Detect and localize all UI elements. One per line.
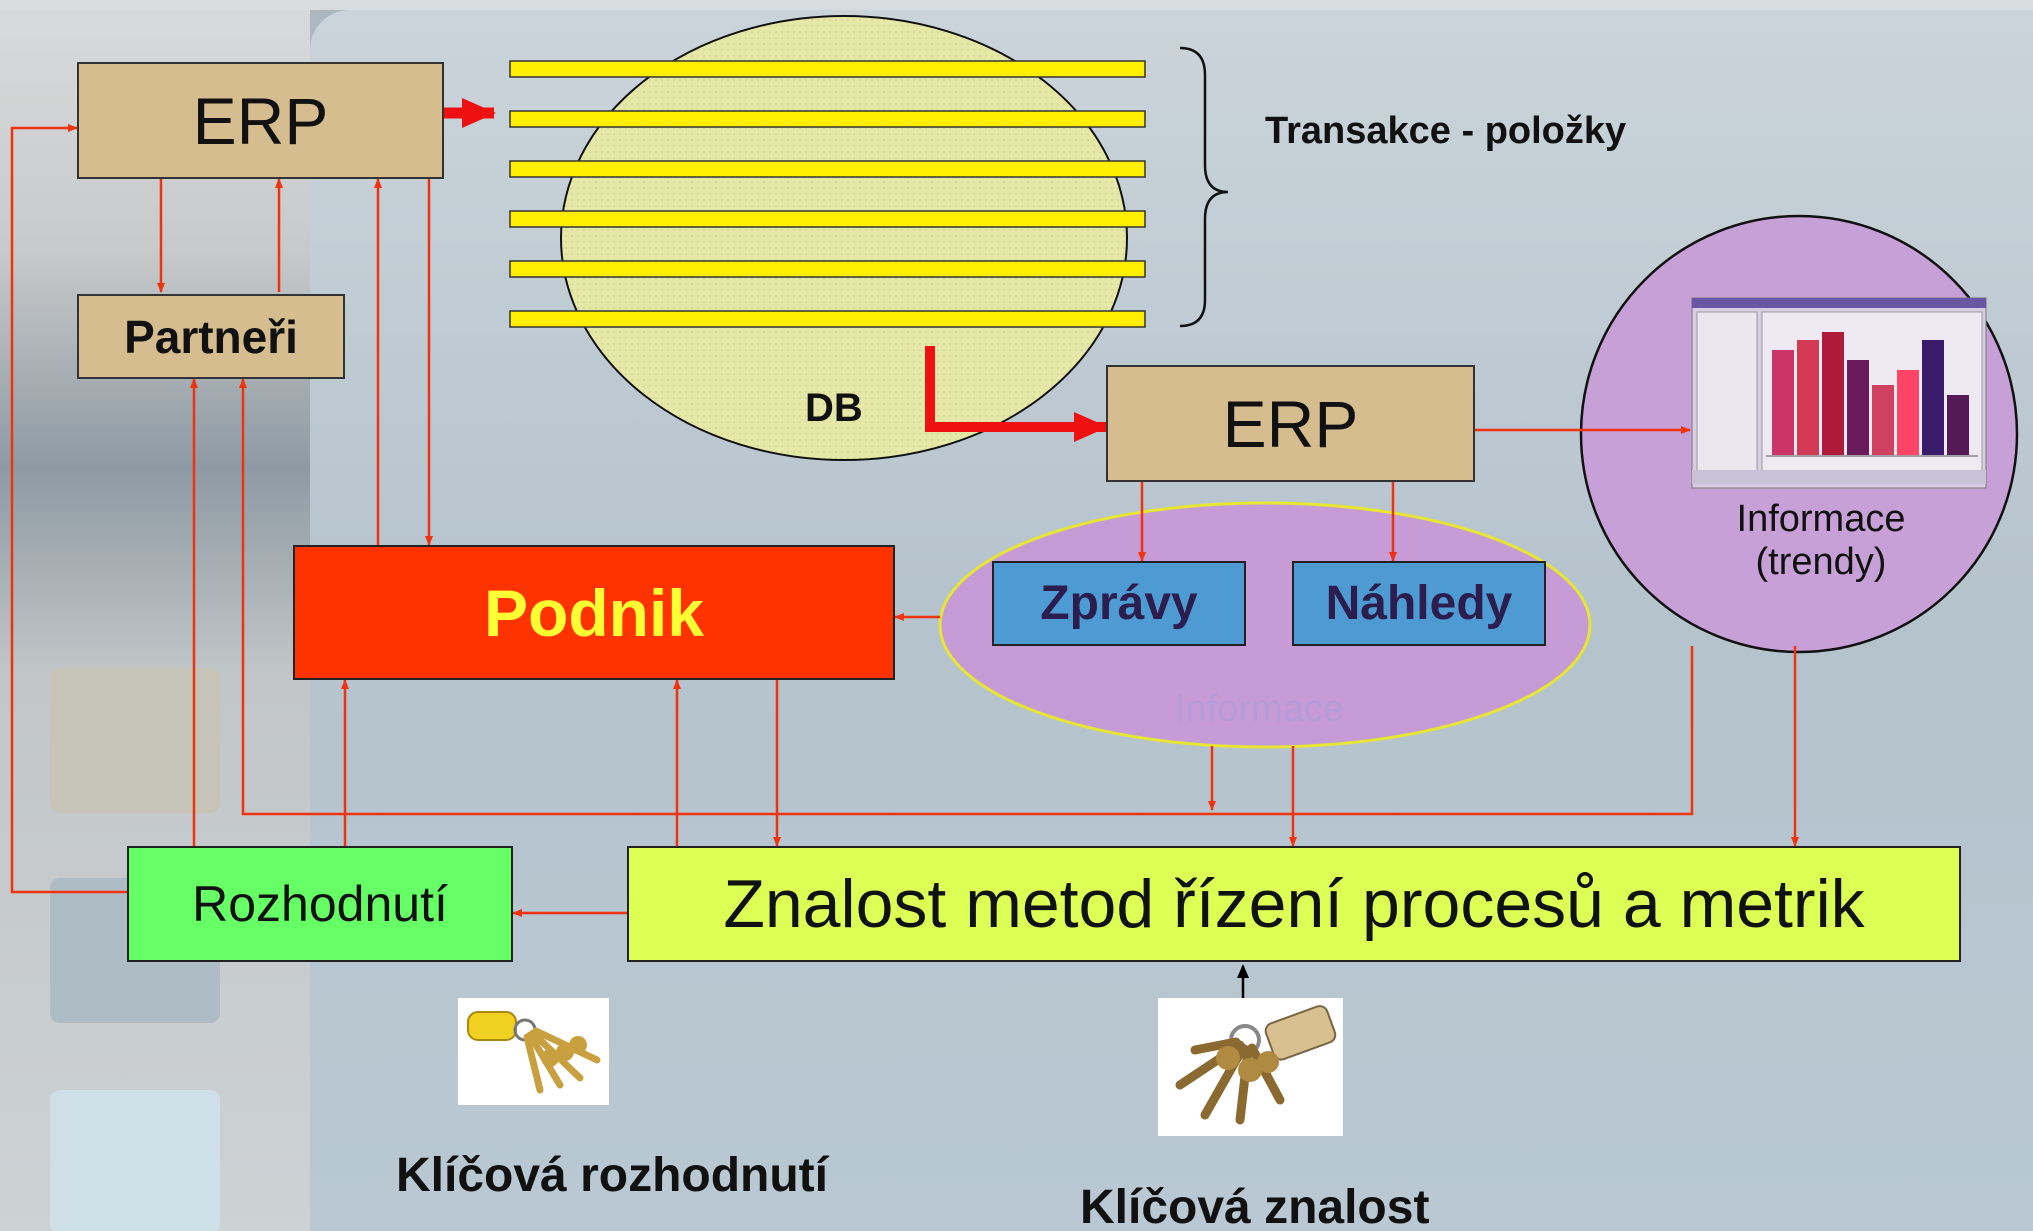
top-bar [0, 0, 2033, 10]
left-panel [0, 0, 310, 1231]
keychain-icon [1158, 998, 1343, 1136]
transactions-label: Transakce - položky [1265, 110, 1627, 152]
enterprise-box: Podnik [293, 545, 895, 680]
decision-label: Rozhodnutí [192, 876, 448, 932]
information-circle-label: Informace (trendy) [1728, 498, 1914, 584]
reports-label: Zprávy [1040, 577, 1198, 630]
partners-label: Partneři [124, 310, 298, 363]
previews-label: Náhledy [1325, 577, 1513, 630]
information-line-2: (trendy) [1755, 541, 1887, 583]
decor-tile [50, 1090, 220, 1231]
erp-box-top: ERP [77, 62, 444, 179]
key-knowledge-label: Klíčová znalost [1080, 1181, 1430, 1231]
knowledge-label: Znalost metod řízení procesů a metrik [723, 866, 1865, 942]
knowledge-box: Znalost metod řízení procesů a metrik [627, 846, 1961, 962]
information-line-1: Informace [1736, 498, 1906, 540]
information-oval-label: Informace [1175, 688, 1344, 730]
erp-label: ERP [1222, 386, 1359, 461]
decision-box: Rozhodnutí [127, 846, 513, 962]
reports-box: Zprávy [992, 561, 1246, 646]
partners-box: Partneři [77, 294, 345, 379]
big-arrow-db-erp [925, 346, 1108, 442]
key-decisions-label: Klíčová rozhodnutí [396, 1149, 828, 1202]
db-label: DB [805, 386, 863, 430]
brace [1179, 46, 1229, 328]
erp-box-middle: ERP [1106, 365, 1475, 482]
bar-chart-thumbnail-icon [1691, 297, 1987, 489]
keys-icon [458, 998, 609, 1105]
erp-label: ERP [192, 83, 329, 158]
enterprise-label: Podnik [483, 575, 704, 650]
previews-box: Náhledy [1292, 561, 1546, 646]
decor-tile [50, 668, 220, 813]
database-ellipse [509, 15, 1146, 461]
